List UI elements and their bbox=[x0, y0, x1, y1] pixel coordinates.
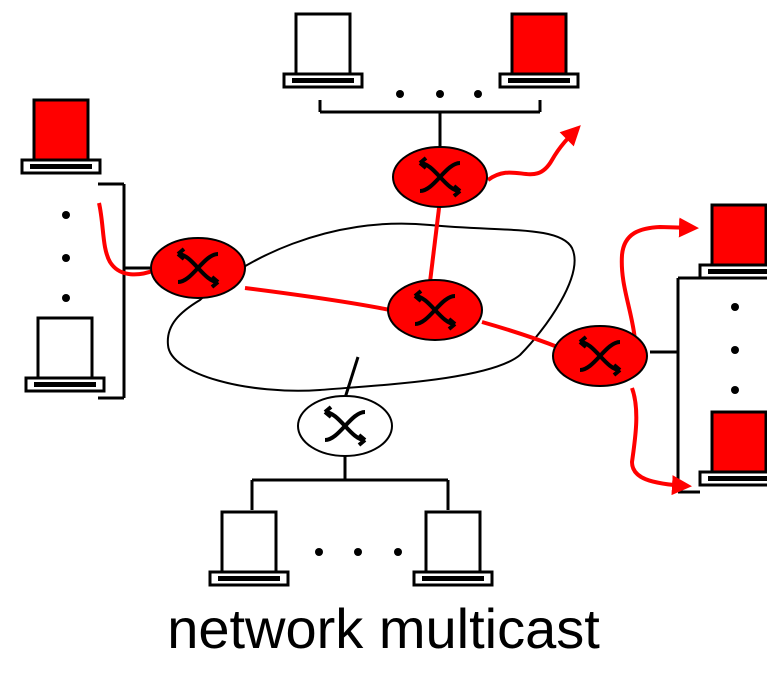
diagram-caption: network multicast bbox=[167, 597, 600, 660]
host-right-bottom bbox=[698, 410, 767, 487]
network-cloud bbox=[166, 222, 576, 392]
host-top-right bbox=[498, 12, 580, 89]
router-center bbox=[387, 279, 483, 341]
host-left-top bbox=[20, 98, 102, 175]
router-top bbox=[392, 146, 488, 208]
ellipsis-dots bbox=[62, 90, 739, 556]
host-bottom-right bbox=[412, 510, 494, 587]
host-top-left bbox=[282, 12, 364, 89]
router-right bbox=[552, 325, 648, 387]
host-bottom-left bbox=[208, 510, 290, 587]
router-left bbox=[150, 237, 246, 299]
host-left-bottom bbox=[24, 316, 106, 393]
router-bottom bbox=[297, 395, 393, 457]
host-right-top bbox=[698, 203, 767, 280]
multicast-paths bbox=[97, 125, 699, 496]
